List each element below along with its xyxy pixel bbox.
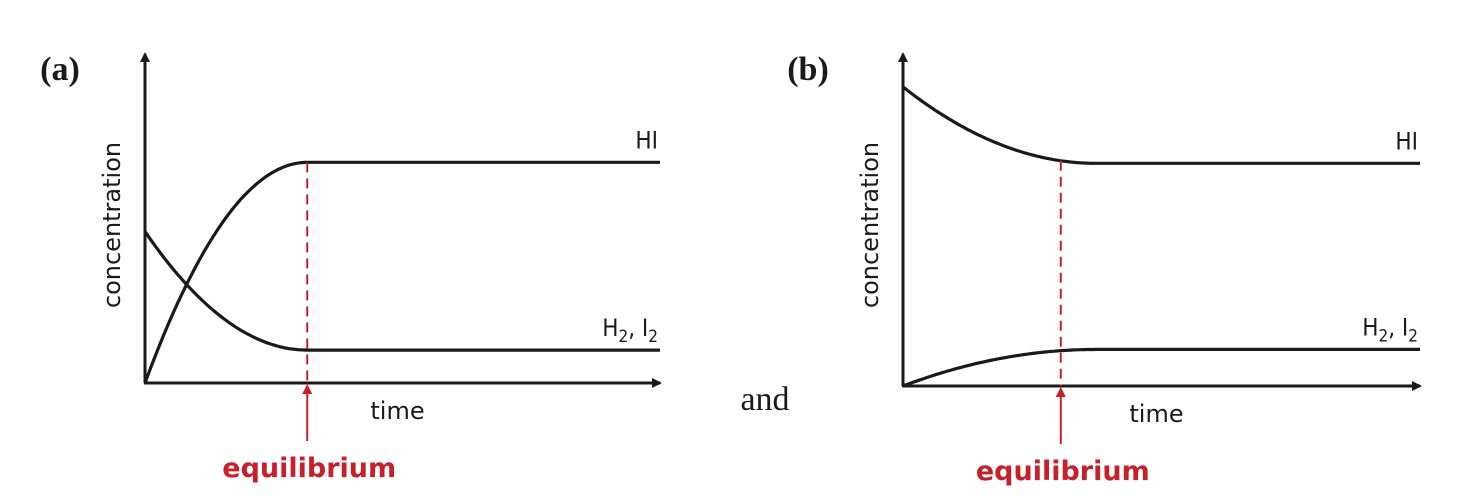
y-axis-label: concentration bbox=[856, 142, 884, 308]
series-label: H2, I2 bbox=[602, 314, 658, 347]
equilibrium-label: equilibrium bbox=[222, 453, 396, 484]
series-line-hi bbox=[143, 160, 660, 384]
y-axis-label: concentration bbox=[98, 142, 126, 308]
series-label: HI bbox=[635, 126, 658, 154]
chart-b: (b) HI H2, I2 time concentration equilibrium bbox=[787, 51, 1422, 487]
x-axis-label: time bbox=[1129, 400, 1183, 428]
series-label: HI bbox=[1395, 127, 1418, 155]
panel-label: (a) bbox=[40, 51, 80, 88]
series-line-h2-i2 bbox=[143, 230, 660, 352]
equilibrium-label: equilibrium bbox=[976, 456, 1150, 487]
chart-a: (a) HI H2, I2 time concentration equilibrium bbox=[40, 51, 662, 484]
series-label: H2, I2 bbox=[1362, 313, 1418, 346]
connector-text: and bbox=[740, 381, 789, 418]
x-axis-label: time bbox=[370, 397, 424, 425]
panel-label: (b) bbox=[787, 51, 829, 88]
series-line-h2-i2 bbox=[902, 347, 1420, 388]
series-line-hi bbox=[902, 85, 1420, 165]
